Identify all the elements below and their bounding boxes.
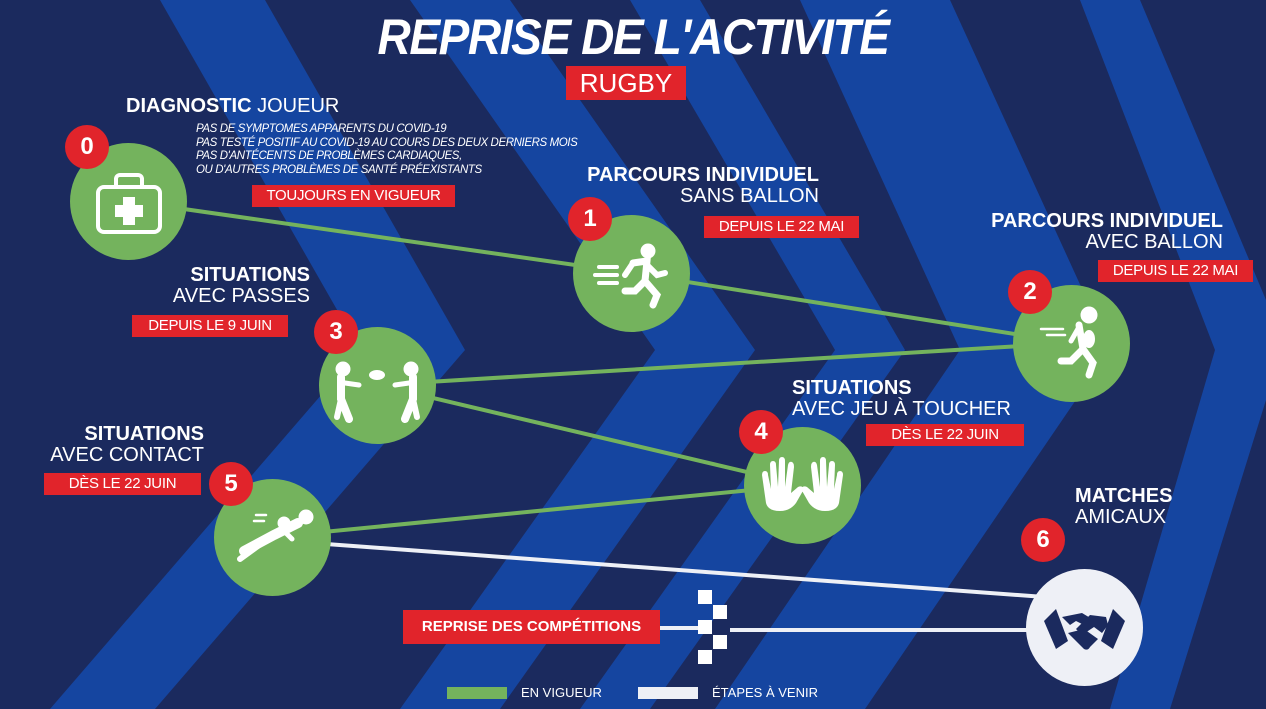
step-4-status: DÈS LE 22 JUIN	[866, 424, 1024, 446]
step-0-node	[70, 143, 187, 260]
competition-resumption-label: REPRISE DES COMPÉTITIONS	[403, 610, 660, 644]
step-4-title: SITUATIONS AVEC JEU À TOUCHER	[792, 377, 1011, 420]
step-0-title: DIAGNOSTIC JOUEUR	[126, 95, 340, 117]
checkered-flag-icon	[698, 590, 727, 664]
step-0-badge: 0	[65, 125, 109, 169]
page-title: REPRISE DE L'ACTIVITÉ	[377, 9, 889, 65]
legend-item-upcoming: ÉTAPES À VENIR	[638, 686, 818, 700]
step-6-title: MATCHES AMICAUX	[1075, 485, 1173, 528]
step-4-badge: 4	[739, 410, 783, 454]
sport-tag: RUGBY	[566, 66, 686, 100]
legend-swatch-green	[447, 687, 507, 699]
step-3-status: DEPUIS LE 9 JUIN	[132, 315, 288, 337]
step-2-status: DEPUIS LE 22 MAI	[1098, 260, 1253, 282]
step-1-title: PARCOURS INDIVIDUEL SANS BALLON	[587, 164, 819, 207]
running-person-icon	[593, 243, 668, 309]
step-5-title: SITUATIONS AVEC CONTACT	[50, 423, 204, 466]
step-6-badge: 6	[1021, 518, 1065, 562]
rugby-tackle-icon	[237, 509, 314, 562]
first-aid-kit-icon	[96, 173, 162, 234]
two-hands-icon	[762, 457, 843, 511]
legend-swatch-white	[638, 687, 698, 699]
step-0-notes: PAS DE SYMPTOMES APPARENTS DU COVID-19 P…	[196, 123, 578, 176]
step-1-badge: 1	[568, 197, 612, 241]
step-2-title: PARCOURS INDIVIDUEL AVEC BALLON	[991, 210, 1223, 253]
legend-item-active: EN VIGUEUR	[447, 686, 602, 700]
step-0-status: TOUJOURS EN VIGUEUR	[252, 185, 455, 207]
rugby-runner-with-ball-icon	[1039, 306, 1098, 379]
step-6-node	[1026, 569, 1143, 686]
handshake-icon	[1044, 609, 1125, 650]
step-1-status: DEPUIS LE 22 MAI	[704, 216, 859, 238]
step-5-badge: 5	[209, 462, 253, 506]
future-connectors	[271, 538, 1086, 632]
step-3-badge: 3	[314, 310, 358, 354]
rugby-passing-players-icon	[334, 361, 420, 423]
step-3-title: SITUATIONS AVEC PASSES	[172, 264, 310, 307]
step-5-status: DÈS LE 22 JUIN	[44, 473, 201, 495]
active-connectors	[127, 199, 1072, 539]
step-2-badge: 2	[1008, 270, 1052, 314]
